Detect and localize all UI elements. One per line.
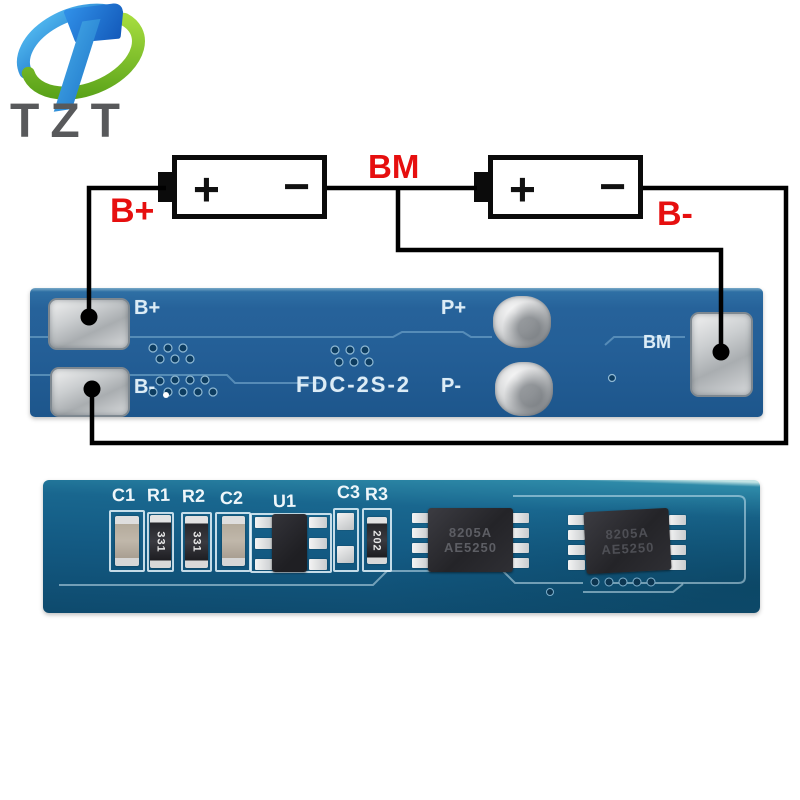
ref-r2: R2	[181, 485, 206, 507]
ref-c2: C2	[219, 487, 244, 509]
capacitor-c1	[115, 516, 139, 566]
capacitor-c2	[222, 516, 245, 566]
front-label-bm: BM	[643, 332, 671, 352]
front-label-p-plus: P+	[441, 297, 467, 319]
chip2-pin	[669, 515, 686, 525]
c3-pad	[337, 513, 354, 530]
mosfet-chip-1: 8205A AE5250	[428, 508, 513, 572]
chip1-pin	[512, 543, 529, 553]
front-label-b-plus: B+	[134, 297, 161, 319]
ref-c3: C3	[336, 481, 361, 503]
battery2-minus-symbol: −	[599, 160, 626, 212]
battery1-terminal-nub	[158, 172, 173, 202]
resistor-r2: 331	[185, 516, 208, 568]
outline-r3	[362, 508, 392, 572]
mosfet-chip-2: 8205A AE5250	[583, 507, 672, 575]
pcb-front-view: B+ B- P+ P- BM FDC-2S-2	[30, 288, 763, 417]
battery-cell-1: + −	[172, 155, 327, 219]
front-label-p-minus: P-	[441, 375, 461, 397]
battery2-plus-symbol: +	[509, 163, 536, 215]
chip2-pin	[669, 530, 686, 540]
ref-r1: R1	[146, 484, 171, 506]
filled-via	[163, 392, 169, 398]
chip2-pin	[568, 530, 585, 540]
chip1-pin	[412, 543, 429, 553]
chip2-pin	[568, 515, 585, 525]
logo-text: TZT	[10, 95, 131, 148]
wiring-label-bm: BM	[368, 148, 420, 185]
front-model-number: FDC-2S-2	[296, 372, 412, 397]
pad-bm	[690, 312, 753, 397]
chip1-pin	[412, 513, 429, 523]
ref-c1: C1	[111, 484, 136, 506]
ref-u1: U1	[272, 490, 297, 512]
outline-r2	[181, 512, 212, 572]
u1-pin	[255, 559, 273, 570]
ic-u1	[272, 514, 307, 572]
chip1-pin	[412, 528, 429, 538]
c3-pad	[337, 546, 354, 563]
battery1-plus-symbol: +	[193, 163, 220, 215]
chip2-pin	[568, 560, 585, 570]
chip2-pin	[669, 545, 686, 555]
pad-p-minus	[495, 362, 553, 416]
resistor-r3: 202	[367, 517, 387, 564]
tzt-swirl-logo-icon	[16, 3, 145, 112]
u1-pin	[255, 538, 273, 549]
chip1-pin	[412, 558, 429, 568]
outline-c1	[109, 510, 145, 572]
chip2-pin	[568, 545, 585, 555]
r1-marking: 331	[154, 530, 167, 553]
battery1-minus-symbol: −	[283, 160, 310, 212]
resistor-r1: 331	[150, 515, 171, 568]
chip2-pin	[669, 560, 686, 570]
outline-r1	[147, 512, 174, 572]
chip1-pin	[512, 513, 529, 523]
chip1-pin	[512, 558, 529, 568]
pad-b-plus	[48, 298, 130, 350]
front-label-b-minus: B-	[134, 376, 156, 398]
u1-pin	[309, 517, 327, 528]
logo-green-arc	[21, 12, 145, 100]
wiring-label-b-minus: B-	[657, 195, 693, 233]
r3-marking: 202	[371, 529, 384, 552]
outline-c3	[333, 508, 359, 572]
pad-p-plus	[493, 296, 551, 348]
chip2-marking-line2: AE5250	[601, 539, 655, 558]
wiring-label-b-plus: B+	[110, 192, 155, 230]
u1-pin	[309, 559, 327, 570]
battery2-terminal-nub	[474, 172, 489, 202]
chip1-pin	[512, 528, 529, 538]
chip1-marking-line1: 8205A	[448, 525, 493, 540]
battery-cell-2: + −	[488, 155, 643, 219]
chip1-marking-line2: AE5250	[444, 540, 497, 555]
ref-r3: R3	[364, 483, 389, 505]
pcb-back-view: C1 R1 R2 C2 U1 C3 R3 331 331	[43, 480, 760, 613]
u1-pin	[255, 517, 273, 528]
logo-diagonal-stroke	[53, 18, 101, 112]
u1-pin	[309, 538, 327, 549]
pad-b-minus	[50, 367, 130, 417]
r2-marking: 331	[190, 531, 203, 553]
